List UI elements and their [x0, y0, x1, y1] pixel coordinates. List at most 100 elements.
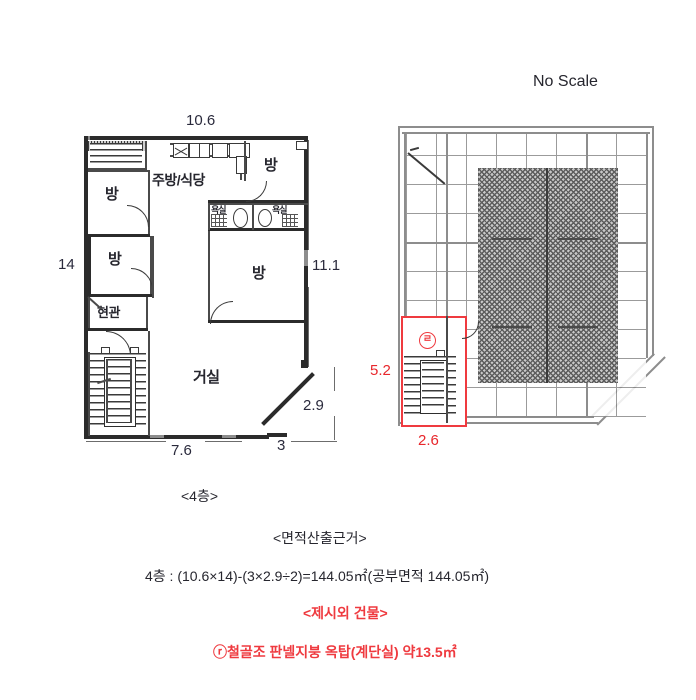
- wall-exterior-right: [304, 136, 308, 363]
- roof-boundary-left-outer: [398, 126, 400, 426]
- wall-exterior-top: [84, 136, 308, 140]
- roof-slab-mark-4: [558, 326, 598, 328]
- wall-room-w-right: [150, 236, 152, 296]
- penthouse-inner-wall: [446, 316, 448, 423]
- dim-chamfer-rise-2-9: 2.9: [303, 397, 324, 414]
- penthouse-stair-newel: [436, 350, 445, 357]
- stove-icon: [173, 143, 189, 158]
- dim-penthouse-height-5-2: 5.2: [370, 362, 391, 379]
- wall-chamfer-stub-top: [301, 360, 308, 368]
- roof-boundary-top-inner: [402, 132, 650, 134]
- roof-boundary-bottom-outer: [398, 422, 598, 424]
- wall-stair-right: [148, 331, 150, 436]
- wall-nw-stair-right: [145, 141, 147, 171]
- wall-bath-bottom: [208, 228, 308, 231]
- wall-exterior-left: [84, 136, 88, 439]
- door-room-se: [210, 301, 233, 324]
- wall-room-se-left: [208, 231, 210, 323]
- penthouse-stair-treads-inner: [422, 362, 444, 410]
- dim-leader-right-upper: [308, 140, 309, 250]
- extra-building-heading: <제시외 건물>: [303, 605, 388, 621]
- door-room-nw: [127, 205, 149, 227]
- dim-leader-bottom-left: [86, 441, 166, 442]
- room-label-bath-left: 욕실: [211, 205, 227, 215]
- dim-leader-chamfer-rise-upper: [334, 367, 335, 391]
- dim-left-14: 14: [58, 256, 75, 273]
- dim-leader-chamfer-rise-lower: [334, 416, 335, 440]
- wall-chamfer-stub-bottom: [267, 433, 287, 437]
- wall-entrance-bottom: [88, 328, 148, 331]
- wall-nw-stair-bottom: [88, 168, 146, 170]
- dim-penthouse-width-2-6: 2.6: [418, 432, 439, 449]
- wall-entrance-left: [88, 297, 90, 331]
- area-basis-heading: <면적산출근거>: [273, 530, 367, 546]
- room-label-w: 방: [108, 251, 122, 268]
- wall-stair-left: [88, 352, 90, 436]
- stair-treads-inner-4f: [106, 359, 132, 423]
- wall-room-nw-top: [88, 170, 150, 172]
- area-basis-formula: 4층 : (10.6×14)-(3×2.9÷2)=144.05㎡(공부면적 14…: [145, 568, 490, 584]
- wall-bath-divider: [252, 203, 254, 230]
- door-room-ne: [246, 181, 267, 202]
- wall-room-nw-bottom: [88, 234, 150, 237]
- wall-bath-top: [208, 203, 308, 205]
- roof-slab-hatch: [478, 168, 618, 383]
- dim-leader-bottom-right: [205, 441, 242, 442]
- roof-boundary-left-inner: [404, 132, 406, 424]
- stair-upper-nw: [90, 143, 142, 167]
- window-tick-4: [304, 250, 308, 266]
- penthouse-mark-icon: ㄹ: [419, 332, 436, 349]
- stair-newel-left: [101, 347, 110, 354]
- roof-slab-mark-3: [492, 326, 532, 328]
- wall-room-ne-bottom: [208, 200, 308, 203]
- no-scale-note: No Scale: [533, 73, 598, 90]
- wall-room-se-bottom: [208, 320, 308, 323]
- toilet-fixture-right: [258, 209, 272, 227]
- toilet-fixture-left: [233, 208, 248, 228]
- room-label-ne: 방: [264, 157, 278, 174]
- stair-stringer-left: [106, 359, 108, 423]
- sink-icon: [212, 143, 228, 158]
- bath-left-tile: [211, 214, 227, 227]
- roof-slab-mark-1: [492, 238, 532, 240]
- stair-newel-right: [130, 347, 139, 354]
- room-label-nw: 방: [105, 186, 119, 203]
- room-label-entrance: 현관: [97, 305, 120, 320]
- wall-exterior-bottom: [84, 435, 269, 439]
- roof-slab-ridge: [546, 168, 548, 383]
- floor-caption: <4층>: [181, 488, 219, 504]
- room-label-kitchen-dining: 주방/식당: [152, 172, 205, 188]
- room-label-bath-right: 욕실: [272, 205, 288, 215]
- kitchen-fixture-4: [236, 156, 247, 174]
- roof-gridline-v1: [446, 134, 448, 417]
- room-label-se: 방: [252, 265, 266, 282]
- window-tick-1: [88, 136, 90, 140]
- wall-room-nw-right: [148, 170, 150, 236]
- room-label-living: 거실: [193, 369, 220, 386]
- stair-stringer-right: [130, 359, 132, 423]
- kitchen-fixture-2: [199, 143, 210, 158]
- roof-boundary-right-inner: [646, 132, 648, 358]
- wall-entrance-right: [146, 297, 148, 331]
- wall-bath-left: [208, 203, 210, 230]
- wall-room-ne-left: [244, 141, 246, 181]
- extra-building-item: ⓡ철골조 판넬지붕 옥탑(계단실) 약13.5㎡: [213, 644, 457, 660]
- window-tick-2: [150, 435, 164, 438]
- wall-room-w-left: [88, 234, 91, 296]
- bath-right-tile: [282, 214, 298, 227]
- roof-boundary-top-outer: [398, 126, 654, 128]
- dim-top-10-6: 10.6: [186, 112, 216, 129]
- roof-boundary-right-outer: [652, 126, 654, 356]
- dim-bottom-7-6: 7.6: [171, 442, 192, 459]
- roof-slab-mark-2: [558, 238, 598, 240]
- wall-corridor-left: [152, 236, 154, 298]
- dim-chamfer-run-3: 3: [277, 437, 286, 454]
- dim-right-11-1: 11.1: [312, 257, 341, 274]
- dim-leader-chamfer-run: [291, 441, 337, 442]
- roof-plan: ㄹ 5.2 2.6: [370, 110, 666, 460]
- wall-room-w-bottom: [88, 294, 152, 297]
- window-tick-3: [222, 435, 236, 438]
- window-ne: [296, 141, 308, 150]
- dim-leader-right-lower: [308, 287, 309, 367]
